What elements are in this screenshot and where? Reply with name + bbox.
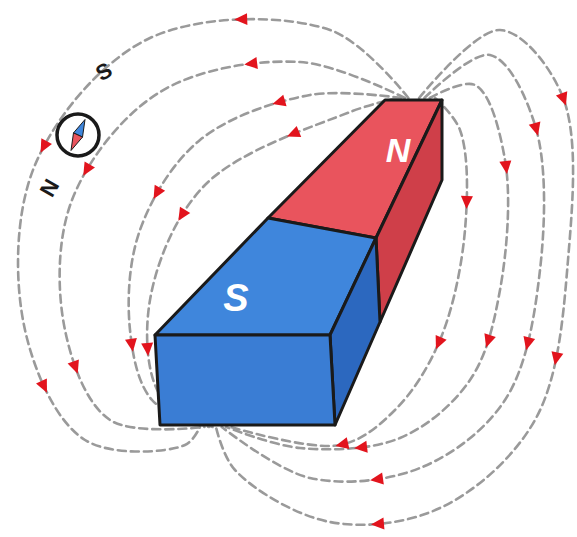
field-line-group	[60, 57, 405, 429]
pole-letter: N	[386, 133, 411, 167]
north-side-face	[376, 100, 442, 322]
field-arrowhead	[334, 437, 349, 452]
south-front-face	[155, 335, 335, 425]
field-arrowhead	[370, 518, 384, 531]
field-arrowhead	[35, 138, 52, 155]
field-arrowhead	[529, 122, 544, 138]
field-arrowhead	[556, 91, 572, 107]
south-side-face	[330, 238, 380, 425]
field-arrowhead	[78, 162, 95, 179]
pole-letter: S	[223, 279, 248, 317]
field-arrowhead	[460, 196, 472, 209]
compass-ring	[57, 114, 99, 156]
field-arrowhead	[148, 185, 165, 202]
field-arrowhead	[430, 335, 446, 352]
field-arrowhead	[36, 378, 52, 395]
field-arrowhead	[369, 473, 384, 487]
compass-symbol	[57, 114, 99, 156]
field-arrowhead	[244, 57, 258, 70]
compass-needle-red	[71, 133, 83, 151]
field-arrowhead	[271, 95, 287, 110]
field-arrowhead	[499, 160, 513, 174]
field-line	[18, 19, 408, 451]
field-line-group	[18, 13, 408, 451]
field-arrowhead	[141, 343, 154, 357]
field-arrowhead	[234, 13, 247, 25]
field-arrowhead	[353, 441, 367, 454]
field-arrowhead	[520, 336, 535, 352]
pole-outline	[153, 216, 382, 427]
field-line	[60, 62, 405, 430]
south-pole-half: S	[153, 216, 382, 427]
field-arrowhead	[125, 338, 139, 353]
field-arrowhead	[480, 333, 495, 349]
compass-letter: N	[37, 176, 64, 201]
field-arrowhead	[173, 207, 190, 224]
field-arrowhead	[285, 126, 302, 142]
field-arrowhead	[549, 351, 563, 366]
field-arrowhead	[68, 359, 84, 375]
